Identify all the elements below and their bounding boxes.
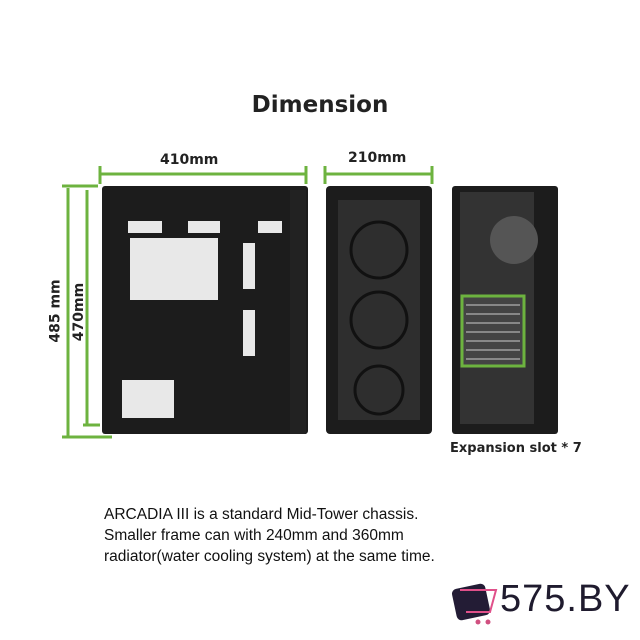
dimension-lines bbox=[62, 166, 434, 439]
description-line: radiator(water cooling system) at the sa… bbox=[104, 548, 435, 565]
description: ARCADIA III is a standard Mid-Tower chas… bbox=[104, 504, 435, 567]
rear-view-case bbox=[452, 186, 558, 434]
logo: 575.BY bbox=[500, 578, 631, 620]
front-view-case bbox=[326, 186, 432, 434]
description-line: ARCADIA III is a standard Mid-Tower chas… bbox=[104, 506, 419, 523]
logo-icon bbox=[451, 583, 498, 625]
depth-label: 410mm bbox=[160, 152, 219, 168]
width-label: 210mm bbox=[348, 150, 407, 166]
total-height-label: 485 mm bbox=[47, 279, 64, 343]
expansion-slot-label: Expansion slot * 7 bbox=[450, 441, 582, 456]
page-title: Dimension bbox=[251, 92, 389, 118]
body-height-label: 470mm bbox=[71, 282, 88, 342]
description-line: Smaller frame can with 240mm and 360mm bbox=[104, 527, 404, 544]
